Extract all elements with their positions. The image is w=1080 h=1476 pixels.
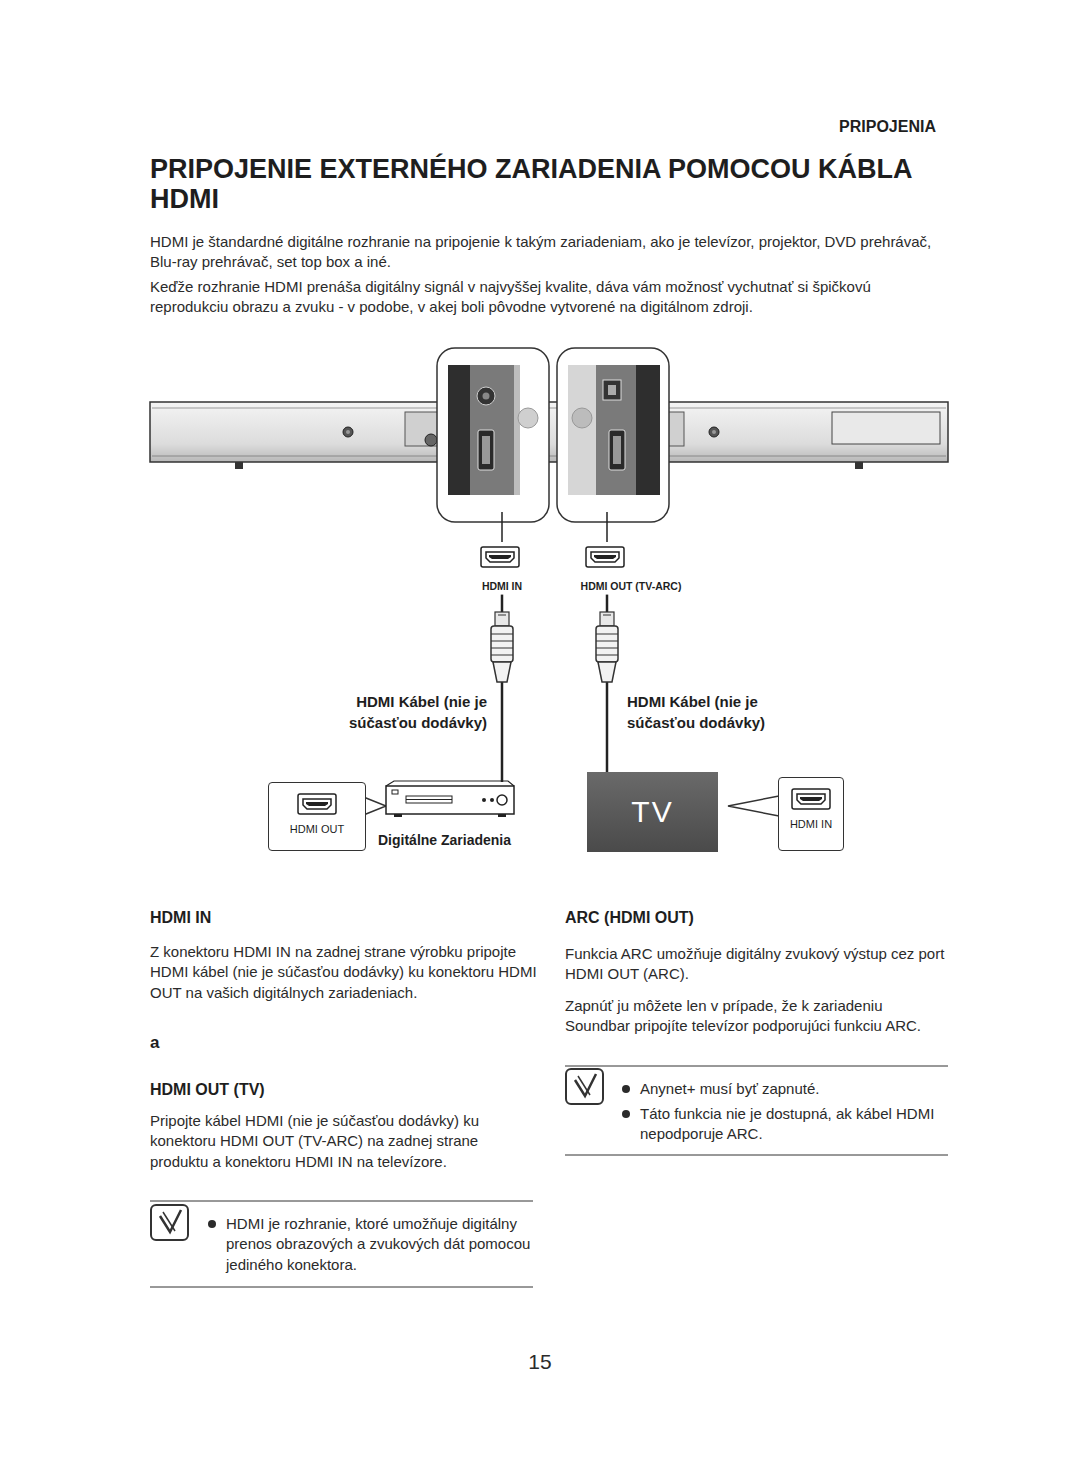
cable-label: HDMI Kábel (nie je súčasťou dodávky): [342, 691, 487, 733]
stray-letter: a: [150, 1032, 190, 1055]
intro-paragraph: HDMI je štandardné digitálne rozhranie n…: [150, 232, 950, 273]
intro-paragraph: Keďže rozhranie HDMI prenáša digitálny s…: [150, 277, 950, 318]
device-illustration: [384, 780, 542, 818]
section-header: PRIPOJENIA: [835, 116, 936, 138]
node-label: HDMI IN: [783, 818, 839, 831]
page-title: PRIPOJENIE EXTERNÉHO ZARIADENIA POMOCOU …: [150, 154, 950, 214]
device-node: Digitálne Zariadenia: [378, 780, 542, 854]
note-bullet: Anynet+ musí byť zapnuté.: [620, 1079, 968, 1099]
cable-label: HDMI Kábel (nie je súčasťou dodávky): [627, 691, 772, 733]
body-paragraph: Z konektoru HDMI IN na zadnej strane výr…: [150, 942, 540, 1003]
port-label: HDMI IN: [466, 546, 538, 593]
hdmi-port-icon: [791, 788, 831, 810]
node-label: HDMI OUT: [273, 823, 361, 836]
port-label: HDMI OUT (TV-ARC): [564, 546, 698, 593]
node-label: HDMI IN: [466, 580, 538, 593]
note-bullet: Táto funkcia nie je dostupná, ak kábel H…: [620, 1104, 968, 1145]
body-paragraph: Pripojte kábel HDMI (nie je súčasťou dod…: [150, 1111, 533, 1172]
hdmi-port-icon: [585, 546, 698, 568]
callout-box: HDMI OUT: [268, 782, 366, 851]
hdmi-port-icon: [297, 793, 337, 815]
node-label: Digitálne Zariadenia: [378, 832, 542, 849]
section-heading: HDMI IN: [150, 907, 533, 929]
page-number: 15: [500, 1348, 580, 1376]
body-paragraph: Zapnúť ju môžete len v prípade, že k zar…: [565, 996, 948, 1037]
tv-box: TV: [587, 772, 718, 852]
tv-label: TV: [631, 794, 673, 830]
body-paragraph: Funkcia ARC umožňuje digitálny zvukový v…: [565, 944, 948, 985]
callout-box: HDMI IN: [778, 777, 844, 851]
section-heading: ARC (HDMI OUT): [565, 907, 948, 929]
hdmi-port-icon: [480, 546, 538, 568]
node-label: HDMI OUT (TV-ARC): [564, 580, 698, 593]
note-bullet: HDMI je rozhranie, ktoré umožňuje digitá…: [206, 1214, 553, 1275]
section-heading: HDMI OUT (TV): [150, 1079, 533, 1101]
